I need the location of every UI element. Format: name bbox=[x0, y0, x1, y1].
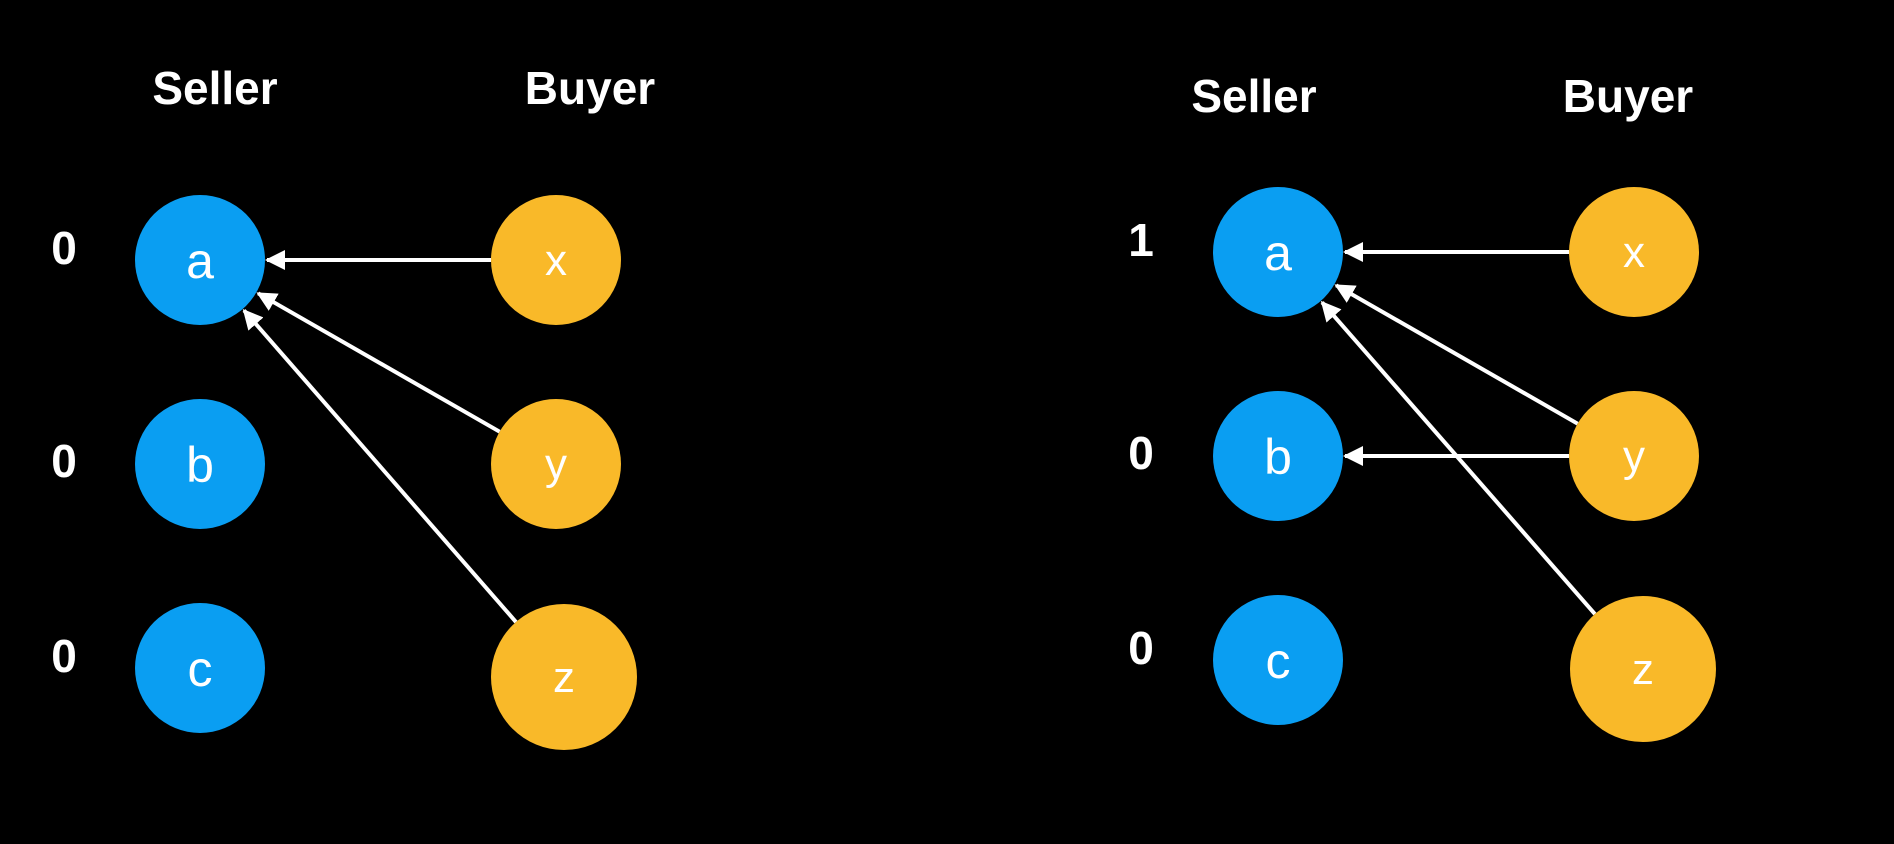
seller-node-c-left bbox=[135, 603, 265, 733]
edges-layer bbox=[242, 242, 1597, 624]
buyer-node-y-left bbox=[491, 399, 621, 529]
buyer-node-y-right bbox=[1569, 391, 1699, 521]
buyer-label-z-right: z bbox=[1632, 645, 1654, 694]
seller-label-c-left: c bbox=[188, 641, 213, 697]
seller-node-a-left bbox=[135, 195, 265, 325]
edge-z-to-a-right bbox=[1320, 300, 1597, 616]
seller-label-a-left: a bbox=[186, 233, 214, 289]
nodes-layer: a b c x y z a b c x y z bbox=[135, 187, 1716, 750]
buyer-node-z-left bbox=[491, 604, 637, 750]
buyer-label-z-left: z bbox=[553, 653, 575, 702]
seller-price-a-right: 1 bbox=[1128, 214, 1154, 266]
buyer-heading-right: Buyer bbox=[1563, 70, 1693, 122]
edge-y-to-a-left bbox=[256, 291, 501, 434]
seller-price-a-left: 0 bbox=[51, 222, 77, 274]
buyer-node-x-right bbox=[1569, 187, 1699, 317]
seller-node-a-right bbox=[1213, 187, 1343, 317]
edge-y-to-a-right bbox=[1334, 283, 1579, 426]
seller-label-b-left: b bbox=[186, 437, 214, 493]
buyer-node-z-right bbox=[1570, 596, 1716, 742]
buyer-node-x-left bbox=[491, 195, 621, 325]
seller-label-c-right: c bbox=[1266, 633, 1291, 689]
edge-z-to-a-left bbox=[242, 308, 518, 624]
seller-price-c-left: 0 bbox=[51, 630, 77, 682]
buyer-label-x-right: x bbox=[1623, 228, 1645, 277]
seller-node-b-right bbox=[1213, 391, 1343, 521]
buyer-heading-left: Buyer bbox=[525, 62, 655, 114]
seller-label-b-right: b bbox=[1264, 429, 1292, 485]
buyer-label-y-left: y bbox=[545, 440, 567, 489]
buyer-label-x-left: x bbox=[545, 236, 567, 285]
seller-label-a-right: a bbox=[1264, 225, 1292, 281]
text-layer: Seller Buyer 0 0 0 Seller Buyer 1 0 0 bbox=[51, 62, 1693, 682]
seller-price-b-left: 0 bbox=[51, 435, 77, 487]
buyer-label-y-right: y bbox=[1623, 432, 1645, 481]
seller-node-c-right bbox=[1213, 595, 1343, 725]
seller-node-b-left bbox=[135, 399, 265, 529]
seller-price-b-right: 0 bbox=[1128, 427, 1154, 479]
seller-heading-right: Seller bbox=[1191, 70, 1316, 122]
seller-heading-left: Seller bbox=[152, 62, 277, 114]
seller-price-c-right: 0 bbox=[1128, 622, 1154, 674]
